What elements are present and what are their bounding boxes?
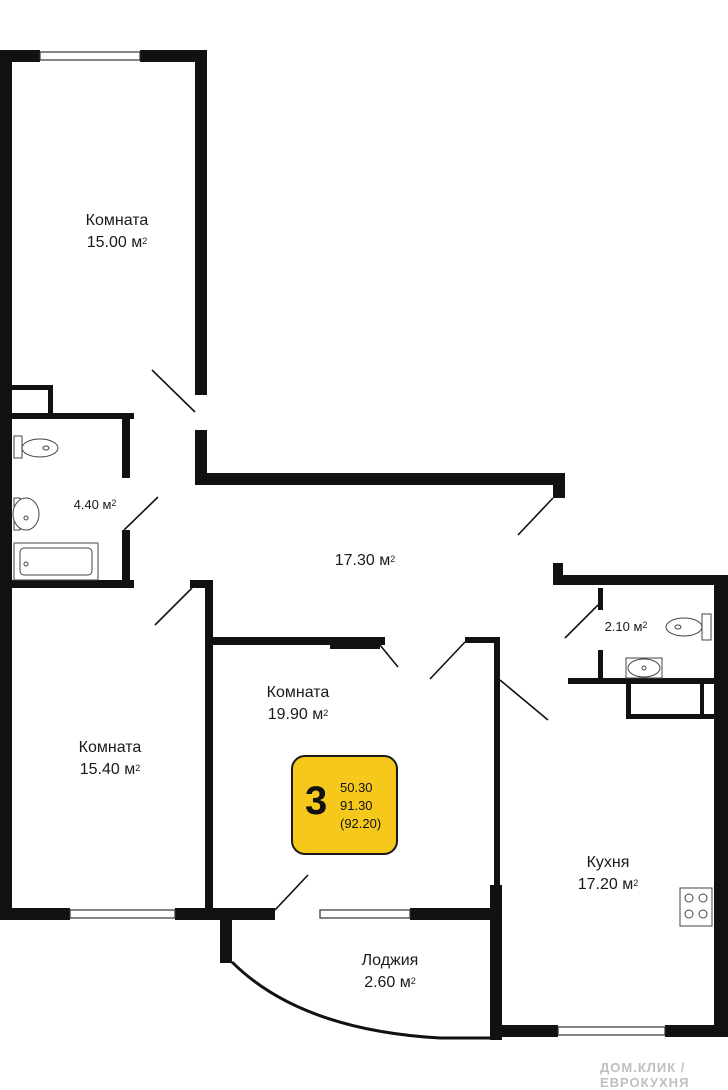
room-name: Комната xyxy=(78,739,142,756)
wc-area: 4.40 м2 xyxy=(73,497,117,512)
wc2-area: 2.10 м2 xyxy=(604,619,648,634)
apartment-summary-badge: 3 50.30 91.30 (92.20) xyxy=(291,755,398,855)
room-name: Комната xyxy=(85,212,149,229)
rooms-count: 3 xyxy=(305,779,328,823)
room-area: 15.00 м2 xyxy=(86,234,148,251)
kitchen-name: Кухня xyxy=(586,854,630,871)
kitchen-area: 17.20 м2 xyxy=(577,876,639,893)
doors xyxy=(123,369,599,911)
hall-area: 17.30 м2 xyxy=(334,552,396,569)
loggia-label: Лоджия 2.60 м2 xyxy=(335,950,445,994)
loggia-area: 2.60 м2 xyxy=(364,974,416,991)
hall-label: 17.30 м2 xyxy=(310,550,420,572)
total-area: 91.30 xyxy=(340,798,373,813)
fixtures xyxy=(12,435,713,927)
room-label-3: Комната 15.40 м2 xyxy=(55,737,165,781)
room-area: 19.90 м2 xyxy=(267,706,329,723)
walls xyxy=(0,50,728,1040)
room-area: 15.40 м2 xyxy=(79,761,141,778)
total-with-loggia: (92.20) xyxy=(340,816,382,831)
loggia-name: Лоджия xyxy=(361,952,419,969)
wc-label: 4.40 м2 xyxy=(55,494,135,516)
wc2-label: 2.10 м2 xyxy=(590,616,662,638)
area-figures: 50.30 91.30 (92.20) xyxy=(340,779,381,833)
room-label-1: Комната 15.00 м2 xyxy=(52,210,182,254)
windows xyxy=(39,51,666,1036)
watermark: ДОМ.КЛИК / ЕВРОКУХНЯ xyxy=(600,1060,690,1090)
room-name: Комната xyxy=(266,684,330,701)
kitchen-label: Кухня 17.20 м2 xyxy=(553,852,663,896)
room-label-2: Комната 19.90 м2 xyxy=(243,682,353,726)
living-area: 50.30 xyxy=(340,780,373,795)
balcony-curve xyxy=(230,960,492,1040)
